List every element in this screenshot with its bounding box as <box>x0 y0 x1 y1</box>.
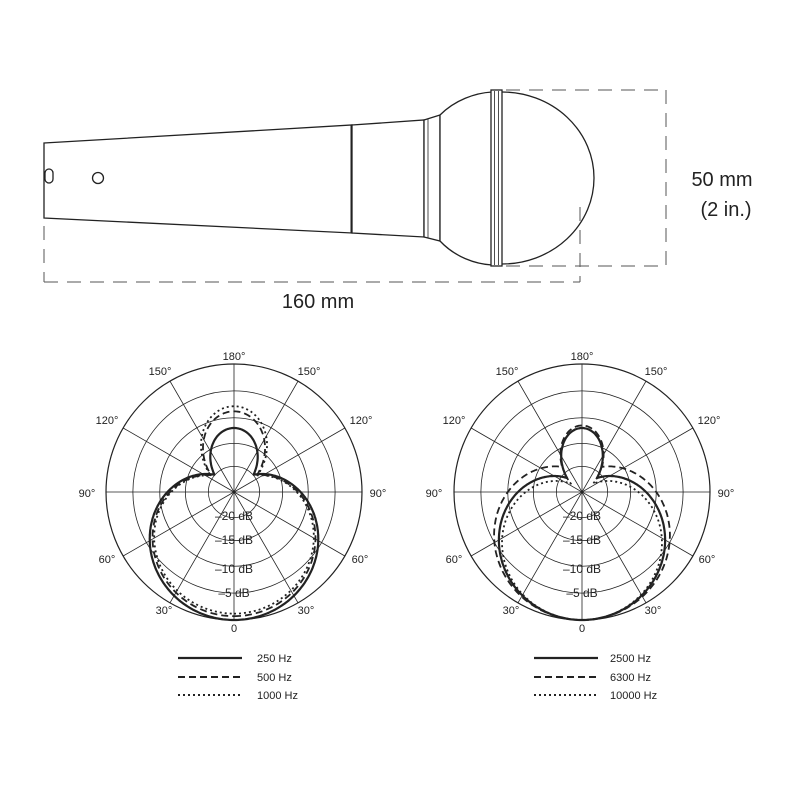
angle-label-0: 0 <box>231 623 237 635</box>
polar-labels: 180° 150° 150° 120° 120° 90° 90° 60° 60°… <box>426 351 735 635</box>
legend-label: 250 Hz <box>257 653 292 665</box>
polar-response-curve <box>493 424 671 621</box>
angle-label-90-left: 90° <box>426 488 443 500</box>
angle-label-150-left: 150° <box>496 366 519 378</box>
db-label-10: –10 dB <box>215 562 253 576</box>
angle-label-180: 180° <box>223 351 246 363</box>
angle-label-90-left: 90° <box>79 488 96 500</box>
diameter-in-label: (2 in.) <box>700 199 751 221</box>
angle-label-30-right: 30° <box>645 605 662 617</box>
angle-label-120-right: 120° <box>698 415 721 427</box>
angle-label-150-right: 150° <box>645 366 668 378</box>
legend: 250 Hz 500 Hz 1000 Hz <box>178 653 298 702</box>
angle-label-120-right: 120° <box>350 415 373 427</box>
polar-response-curve <box>151 410 317 618</box>
polar-spoke <box>169 380 299 604</box>
polar-grid <box>105 363 363 621</box>
angle-label-60-right: 60° <box>699 554 716 566</box>
db-label-15: –15 dB <box>563 533 601 547</box>
diameter-mm-label: 50 mm <box>691 169 752 191</box>
legend-label: 500 Hz <box>257 672 292 684</box>
legend: 2500 Hz 6300 Hz 10000 Hz <box>534 653 657 702</box>
polar-curves <box>148 405 320 622</box>
mic-grille <box>439 91 493 266</box>
angle-label-120-left: 120° <box>96 415 119 427</box>
angle-label-60-right: 60° <box>352 554 369 566</box>
legend-label: 2500 Hz <box>610 653 651 665</box>
polar-grid <box>453 363 711 621</box>
angle-label-90-right: 90° <box>370 488 387 500</box>
polar-response-curve <box>148 426 320 622</box>
db-label-20: –20 dB <box>215 509 253 523</box>
length-label: 160 mm <box>282 291 354 313</box>
polar-chart-low-freq: 180° 150° 150° 120° 120° 90° 90° 60° 60°… <box>79 351 387 702</box>
angle-label-150-right: 150° <box>298 366 321 378</box>
angle-label-30-left: 30° <box>503 605 520 617</box>
legend-label: 6300 Hz <box>610 672 651 684</box>
angle-label-120-left: 120° <box>443 415 466 427</box>
mic-neck-ring <box>423 114 441 242</box>
mic-grille-band <box>490 89 503 267</box>
angle-label-60-left: 60° <box>99 554 116 566</box>
mic-handle <box>43 124 353 234</box>
dimension-lines <box>43 89 667 283</box>
angle-label-30-left: 30° <box>156 605 173 617</box>
angle-label-150-left: 150° <box>149 366 172 378</box>
db-label-15: –15 dB <box>215 533 253 547</box>
angle-label-60-left: 60° <box>446 554 463 566</box>
mic-body <box>351 119 425 238</box>
db-label-5: –5 dB <box>218 586 249 600</box>
angle-label-0: 0 <box>579 623 585 635</box>
angle-label-180: 180° <box>571 351 594 363</box>
db-label-10: –10 dB <box>563 562 601 576</box>
polar-chart-high-freq: 180° 150° 150° 120° 120° 90° 90° 60° 60°… <box>426 351 735 702</box>
polar-response-curve <box>153 405 315 615</box>
microphone-drawing <box>43 89 595 267</box>
polar-curves <box>493 424 671 622</box>
mic-slot <box>44 168 54 184</box>
legend-label: 1000 Hz <box>257 690 298 702</box>
db-label-5: –5 dB <box>566 586 597 600</box>
angle-label-30-right: 30° <box>298 605 315 617</box>
polar-response-curve <box>497 426 667 622</box>
polar-spoke <box>517 380 647 604</box>
legend-label: 10000 Hz <box>610 690 657 702</box>
db-label-20: –20 dB <box>563 509 601 523</box>
polar-labels: 180° 150° 150° 120° 120° 90° 90° 60° 60°… <box>79 351 387 635</box>
angle-label-90-right: 90° <box>718 488 735 500</box>
mic-hole <box>91 171 105 185</box>
